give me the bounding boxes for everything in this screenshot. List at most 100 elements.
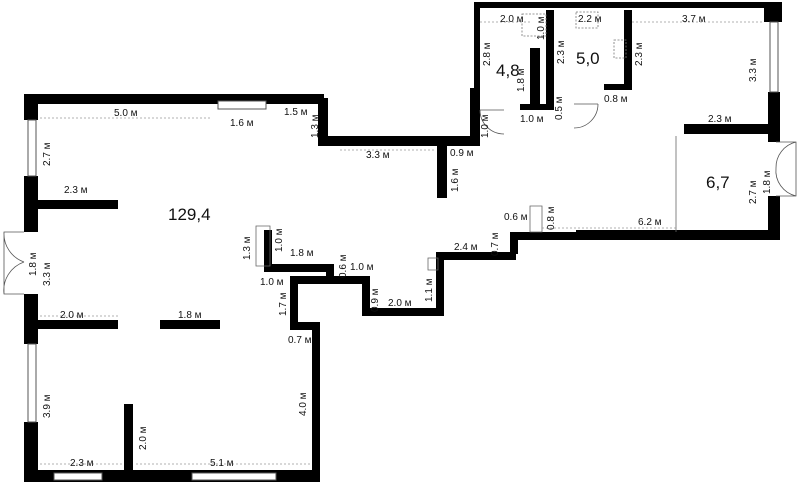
dim-label: 0.7 м — [490, 232, 501, 256]
wall-right-upper — [768, 92, 780, 142]
wall-mid-bottom — [512, 232, 582, 240]
wall-right-bottom — [576, 230, 776, 240]
wall-inner-lower-step — [290, 322, 320, 330]
dim-label: 1.0 м — [480, 114, 491, 138]
window-top — [217, 100, 267, 110]
dim-label: 2.3 м — [70, 458, 94, 469]
wall-lower-vert — [436, 252, 444, 314]
dim-label: 2.2 м — [578, 14, 602, 25]
wc-wall-5 — [604, 84, 632, 90]
dim-label: 2.8 м — [482, 42, 493, 66]
dim-label: 3.7 м — [682, 14, 706, 25]
wall-left-mid — [24, 176, 38, 232]
dim-label: 0.8 м — [604, 94, 628, 105]
door-wc2 — [573, 103, 599, 129]
notch-box — [427, 257, 439, 271]
dim-label: 2.3 м — [556, 40, 567, 64]
dim-label: 1.0 м — [536, 16, 547, 40]
dim-label: 1.0 м — [350, 262, 374, 273]
dim-label: 2.0 м — [500, 14, 524, 25]
wall-top-left — [24, 94, 324, 104]
dimension-labels: 5.0 м 1.6 м 1.5 м 1.3 м 3.3 м 0.9 м 1.6 … — [28, 14, 773, 469]
dim-label: 1.5 м — [284, 107, 308, 118]
wall-lower-horz — [362, 308, 444, 316]
partition-notch — [326, 264, 334, 280]
wall-step-3 — [470, 88, 480, 146]
area-main: 129,4 — [168, 205, 211, 224]
wall-left-bottom — [24, 422, 38, 482]
wall-left-lower — [24, 294, 38, 344]
window-bottom-2 — [191, 472, 277, 481]
dim-label: 0.5 м — [554, 96, 565, 120]
partition-left-1 — [38, 200, 118, 209]
dim-label: 3.3 м — [366, 150, 390, 161]
dim-label: 0.8 м — [546, 206, 557, 230]
dim-label: 1.6 м — [450, 168, 461, 192]
dim-label: 5.1 м — [210, 458, 234, 469]
partition-center-l — [264, 264, 332, 272]
dim-label: 1.0 м — [260, 277, 284, 288]
partition-center-v — [264, 230, 272, 272]
dim-label: 2.3 м — [708, 114, 732, 125]
dim-label: 1.6 м — [230, 118, 254, 129]
dim-label: 1.1 м — [424, 278, 435, 302]
partition-center — [160, 320, 220, 329]
dim-label: 1.7 м — [278, 292, 289, 316]
dim-label: 6.2 м — [638, 217, 662, 228]
room-areas: 129,4 4,8 5,0 6,7 — [168, 49, 730, 224]
door-wc1 — [479, 109, 505, 135]
wc-wall-3 — [546, 10, 554, 108]
window-left-2 — [27, 343, 37, 423]
wall-right-top — [474, 2, 780, 8]
partition-left-2 — [38, 320, 118, 329]
wall-lower-vert2 — [362, 278, 370, 316]
sink-fixture — [521, 13, 547, 37]
dim-label: 1.0 м — [274, 228, 285, 252]
wall-lower-step — [436, 252, 516, 260]
wall-mid-2-3 — [684, 124, 774, 134]
wc-wall-6 — [520, 104, 554, 110]
wc-wall-4 — [624, 10, 632, 88]
dim-label: 2.0 м — [60, 310, 84, 321]
area-wc2: 5,0 — [576, 49, 600, 68]
wall-step-2 — [318, 136, 480, 146]
dim-label: 0.9 м — [370, 288, 381, 312]
window-right — [769, 21, 779, 93]
wall-right-lower — [768, 196, 780, 240]
dim-label: 1.3 м — [242, 236, 253, 260]
dim-label: 2.4 м — [454, 242, 478, 253]
dim-label: 2.7 м — [748, 180, 759, 204]
openings — [3, 11, 797, 481]
dim-label: 4.0 м — [298, 392, 309, 416]
walls — [24, 2, 782, 482]
dim-label: 1.8 м — [28, 252, 39, 276]
partition-bottom-vert — [124, 404, 133, 472]
dim-label: 3.3 м — [42, 262, 53, 286]
wall-inner-right — [312, 322, 320, 482]
dim-label: 0.7 м — [288, 335, 312, 346]
door-left — [3, 231, 25, 295]
dim-label: 3.9 м — [42, 394, 53, 418]
dim-label: 0.6 м — [504, 212, 528, 223]
window-bottom-1 — [53, 472, 103, 481]
stair-box — [255, 225, 271, 267]
dim-label: 1.8 м — [290, 248, 314, 259]
area-room3: 6,7 — [706, 173, 730, 192]
door-right — [775, 141, 797, 197]
wall-step-down — [510, 232, 518, 254]
dim-label: 1.3 м — [310, 114, 321, 138]
wall-col-small — [437, 144, 447, 198]
wc-wall-2 — [530, 48, 540, 108]
dim-label: 1.8 м — [178, 310, 202, 321]
dim-label: 2.3 м — [64, 185, 88, 196]
column-small — [529, 205, 543, 233]
wall-inner-lower-vert — [290, 276, 298, 328]
wall-step-1 — [318, 98, 328, 143]
dim-label: 5.0 м — [114, 108, 138, 119]
dim-label: 2.0 м — [138, 426, 149, 450]
wall-right-corner — [764, 2, 782, 22]
dim-label: 3.3 м — [748, 58, 759, 82]
window-left-1 — [27, 119, 37, 177]
dim-label: 1.8 м — [762, 170, 773, 194]
